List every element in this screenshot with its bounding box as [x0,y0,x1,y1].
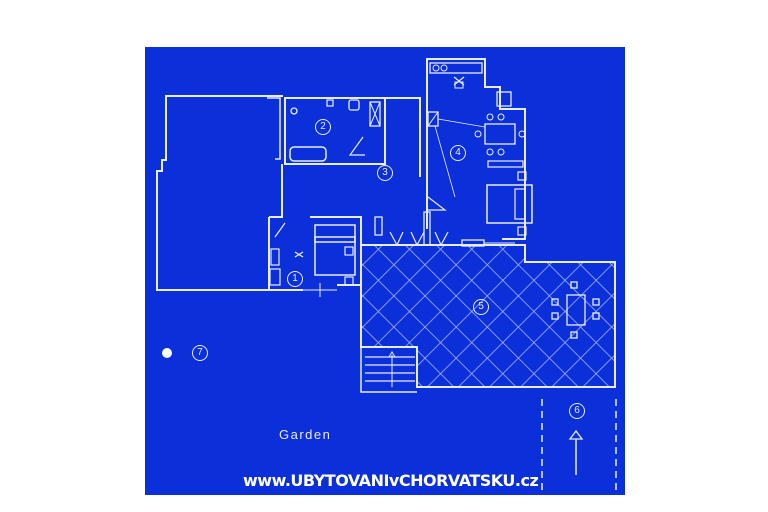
stairs-icon [388,351,396,358]
room-number-6: 6 [569,403,585,419]
room-number-5: 5 [473,299,489,315]
room-number-7: 7 [192,345,208,361]
garden-label: Garden [279,427,332,442]
room-number-2: 2 [315,119,331,135]
dining-table-icon [551,281,600,339]
garden-dot-icon [162,348,172,358]
room-number-4: 4 [450,145,466,161]
room-number-1: 1 [287,271,303,287]
entrance-arrow-icon [568,429,584,475]
floor-plan-drawing [156,58,617,495]
floor-plan: 1 2 3 4 5 6 7 Garden www.UBYTOVANIvCHORV… [145,47,625,495]
room-number-3: 3 [377,165,393,181]
website-watermark: www.UBYTOVANIvCHORVATSKU.cz [243,471,539,490]
